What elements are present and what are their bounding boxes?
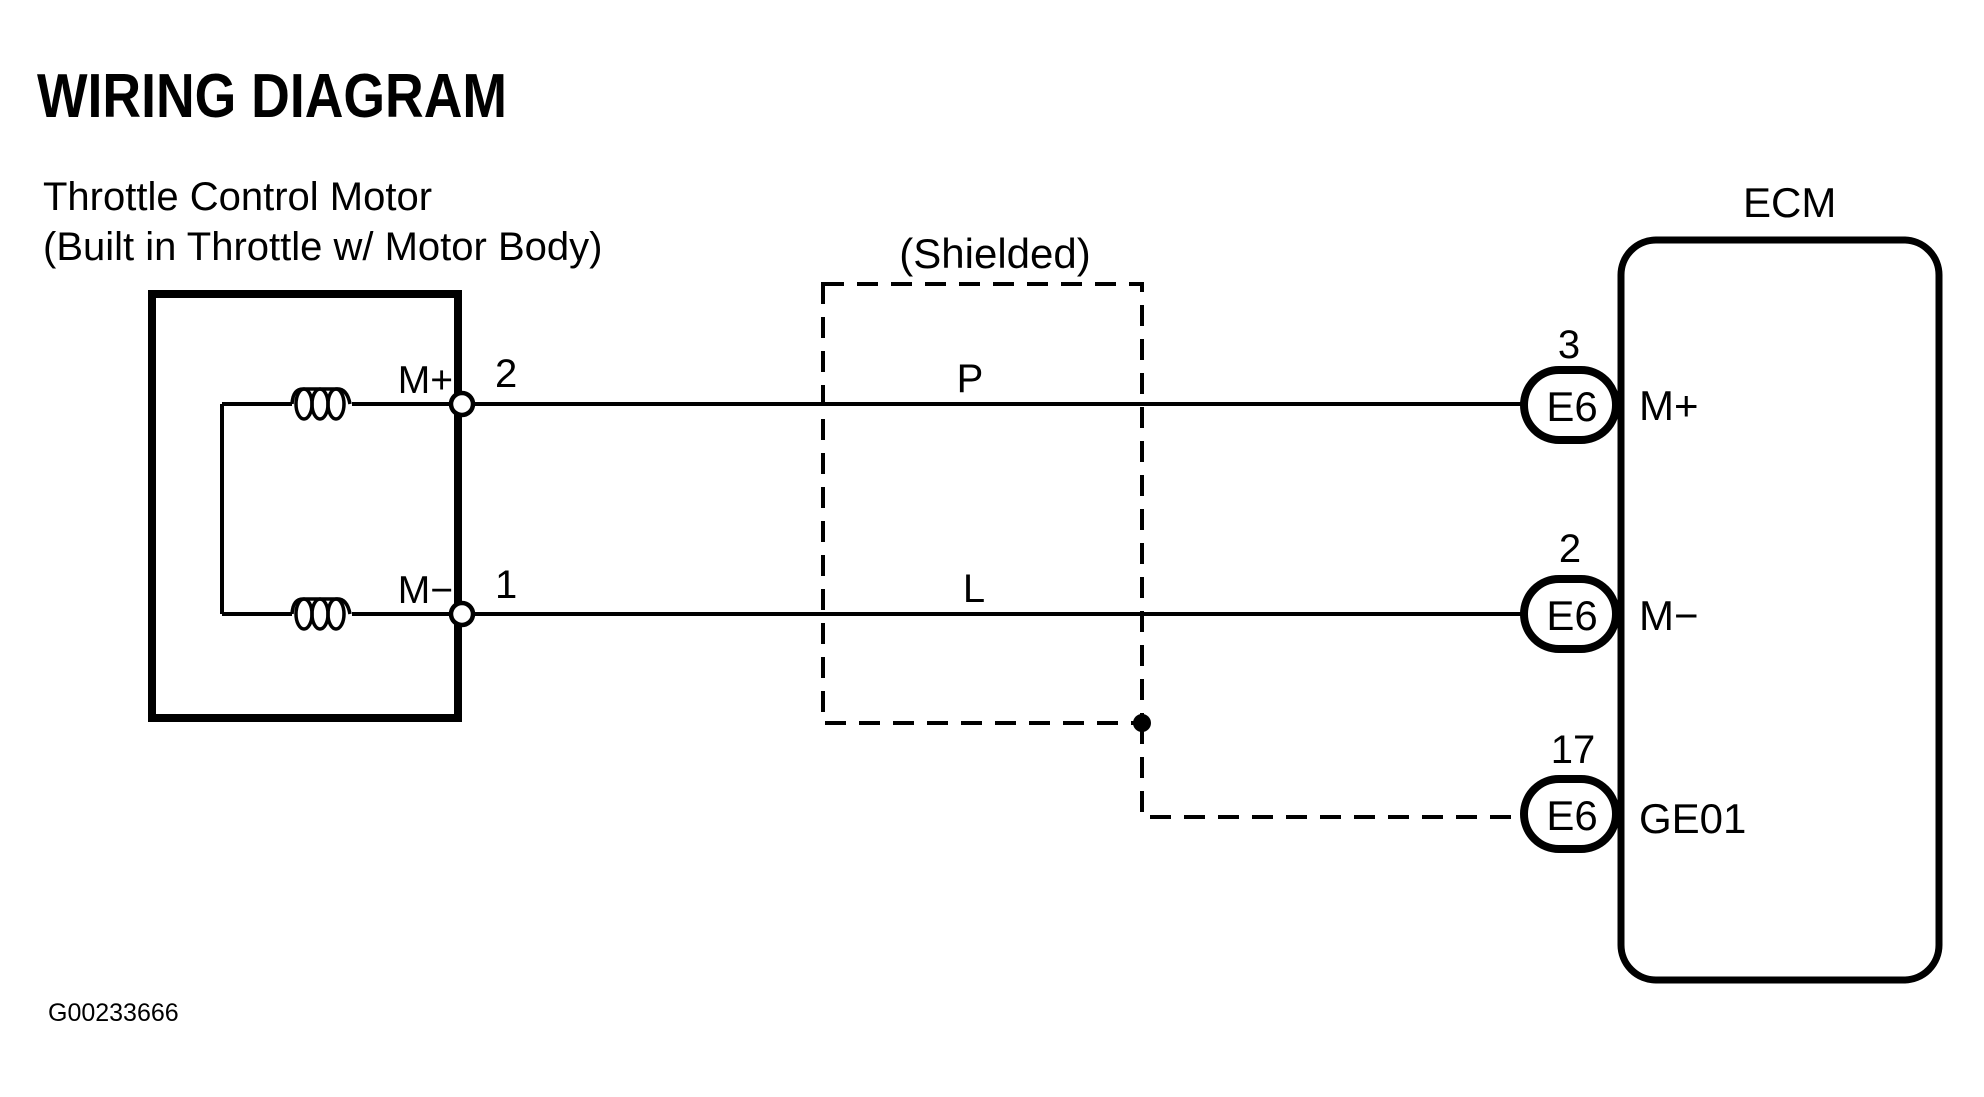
connector-pin17-number: 17 <box>1551 728 1596 772</box>
motor-terminal-1-circle <box>448 600 476 628</box>
motor-terminal-2-circle <box>448 390 476 418</box>
coil-winding-bottom-icon <box>290 597 352 631</box>
page-title: WIRING DIAGRAM <box>37 62 507 131</box>
connector-e6-pin3-oval <box>1520 366 1620 444</box>
connector-pin3-name: E6 <box>1546 383 1597 430</box>
shield-dashed-box <box>821 282 1144 725</box>
motor-box <box>148 290 462 722</box>
shield-drain-dashed-wire <box>1140 723 1524 819</box>
ecm-box <box>1617 236 1943 984</box>
ecm-signal-m-plus: M+ <box>1639 382 1699 429</box>
motor-terminal-m-minus-label: M− <box>398 569 453 612</box>
shield-junction-dot <box>1133 714 1151 732</box>
wire-l-label: L <box>963 567 985 611</box>
connector-pin17-name: E6 <box>1546 792 1597 839</box>
motor-terminal-pin1-label: 1 <box>495 563 517 607</box>
ecm-signal-ge01: GE01 <box>1639 795 1746 842</box>
motor-internal-wiring <box>220 402 451 616</box>
shield-label: (Shielded) <box>899 230 1090 277</box>
ecm-title: ECM <box>1743 179 1836 226</box>
connector-e6-pin2-oval <box>1520 575 1620 653</box>
connector-pin3-number: 3 <box>1558 323 1580 367</box>
motor-terminal-m-plus-label: M+ <box>398 359 453 402</box>
connector-e6-pin17-oval <box>1520 775 1620 853</box>
connector-pin2-name: E6 <box>1546 592 1597 639</box>
connector-pin2-number: 2 <box>1559 527 1581 571</box>
wire-p-label: P <box>957 357 984 401</box>
motor-label-line1: Throttle Control Motor <box>43 175 432 219</box>
coil-winding-top-icon <box>290 387 352 421</box>
motor-label-line2: (Built in Throttle w/ Motor Body) <box>43 225 602 269</box>
motor-terminal-pin2-label: 2 <box>495 352 517 396</box>
figure-id: G00233666 <box>48 999 179 1027</box>
ecm-signal-m-minus: M− <box>1639 592 1699 639</box>
